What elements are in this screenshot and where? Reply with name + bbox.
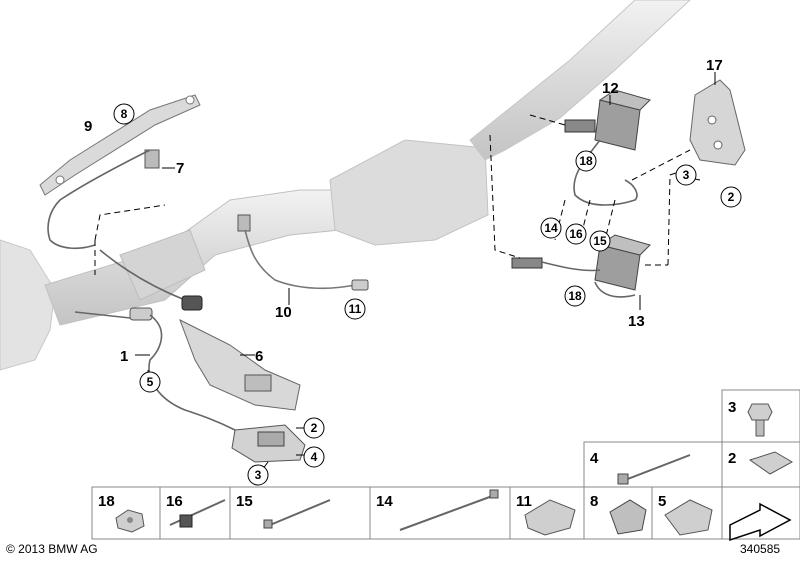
callout-2-lower: 2 [303, 417, 325, 439]
svg-text:14: 14 [376, 493, 393, 510]
cable-tie-icon [269, 499, 331, 526]
callout-12: 12 [602, 80, 619, 97]
callout-3-right: 3 [675, 164, 697, 186]
oxygen-sensor-7 [47, 149, 160, 250]
svg-text:5: 5 [147, 375, 154, 389]
parts-cell-16: 16 [166, 493, 226, 528]
svg-text:16: 16 [569, 227, 583, 241]
bracket-17 [689, 79, 746, 166]
svg-text:3: 3 [683, 168, 690, 182]
svg-text:16: 16 [166, 493, 183, 510]
callout-1: 1 [120, 348, 128, 365]
callout-6: 6 [255, 348, 263, 365]
clamp-clip-icon [609, 499, 647, 535]
callout-9: 9 [84, 118, 92, 135]
spring-clip-icon [524, 499, 576, 536]
catalytic-converter [119, 229, 206, 301]
callout-18-upper: 18 [575, 150, 597, 172]
callout-8: 8 [113, 103, 135, 125]
copyright-text: © 2013 BMW AG [6, 542, 98, 556]
long-cable-tie-icon [399, 494, 496, 531]
parts-cell-4: 4 [590, 450, 691, 485]
svg-text:18: 18 [568, 289, 582, 303]
parts-cell-15: 15 [236, 493, 331, 529]
bracket-6 [179, 318, 301, 411]
callout-18-lower: 18 [564, 285, 586, 307]
callout-15: 15 [589, 230, 611, 252]
parts-cell-14: 14 [376, 489, 499, 531]
svg-text:18: 18 [579, 154, 593, 168]
cable-tie-icon [624, 454, 691, 481]
bracket-9 [39, 94, 201, 196]
svg-text:15: 15 [236, 493, 253, 510]
svg-text:8: 8 [590, 493, 598, 510]
callout-2-right: 2 [720, 186, 742, 208]
callout-13: 13 [628, 313, 645, 330]
sensor-holder-lower [231, 424, 306, 463]
svg-text:18: 18 [98, 493, 115, 510]
svg-text:2: 2 [728, 450, 736, 467]
svg-text:11: 11 [516, 493, 532, 510]
nox-sensor-12 [564, 89, 651, 206]
parts-table [91, 389, 800, 540]
svg-text:4: 4 [311, 450, 318, 464]
clip-nut-icon [748, 451, 794, 475]
svg-text:5: 5 [658, 493, 666, 510]
callout-14: 14 [540, 217, 562, 239]
parts-cell-arrow [729, 502, 792, 542]
oxygen-sensor-1 [74, 249, 236, 431]
holder-clip-icon [664, 499, 713, 536]
svg-text:11: 11 [349, 302, 362, 316]
svg-text:4: 4 [590, 450, 599, 467]
nox-sensor-13 [511, 234, 651, 298]
diagram-number: 340585 [740, 542, 780, 556]
parts-cell-11: 11 [516, 493, 576, 536]
exhaust-system [0, 0, 691, 371]
svg-text:2: 2 [311, 421, 318, 435]
callout-16: 16 [565, 223, 587, 245]
svg-text:2: 2 [728, 190, 735, 204]
callout-3-lower: 3 [247, 464, 269, 486]
svg-text:8: 8 [121, 107, 128, 121]
rear-pipe [469, 0, 691, 161]
bolt-icon [747, 403, 773, 421]
parts-cell-5: 5 [658, 493, 713, 536]
arrow-icon [729, 502, 792, 542]
engine-block [0, 239, 56, 371]
parts-cell-18: 18 [98, 493, 145, 533]
callout-4: 4 [303, 446, 325, 468]
callout-11: 11 [344, 298, 366, 320]
svg-text:3: 3 [728, 399, 736, 416]
callout-10: 10 [275, 304, 292, 321]
parts-cell-2: 2 [728, 450, 794, 475]
svg-text:15: 15 [593, 234, 607, 248]
svg-text:14: 14 [544, 221, 558, 235]
cable-clip-icon [169, 499, 226, 526]
oxygen-sensor-10 [237, 214, 369, 291]
callout-5: 5 [139, 371, 161, 393]
parts-cell-8: 8 [590, 493, 647, 535]
svg-text:3: 3 [255, 468, 262, 482]
callout-17: 17 [706, 57, 723, 74]
parts-cell-3: 3 [728, 399, 773, 437]
callout-7: 7 [176, 160, 184, 177]
middle-silencer [329, 139, 489, 246]
